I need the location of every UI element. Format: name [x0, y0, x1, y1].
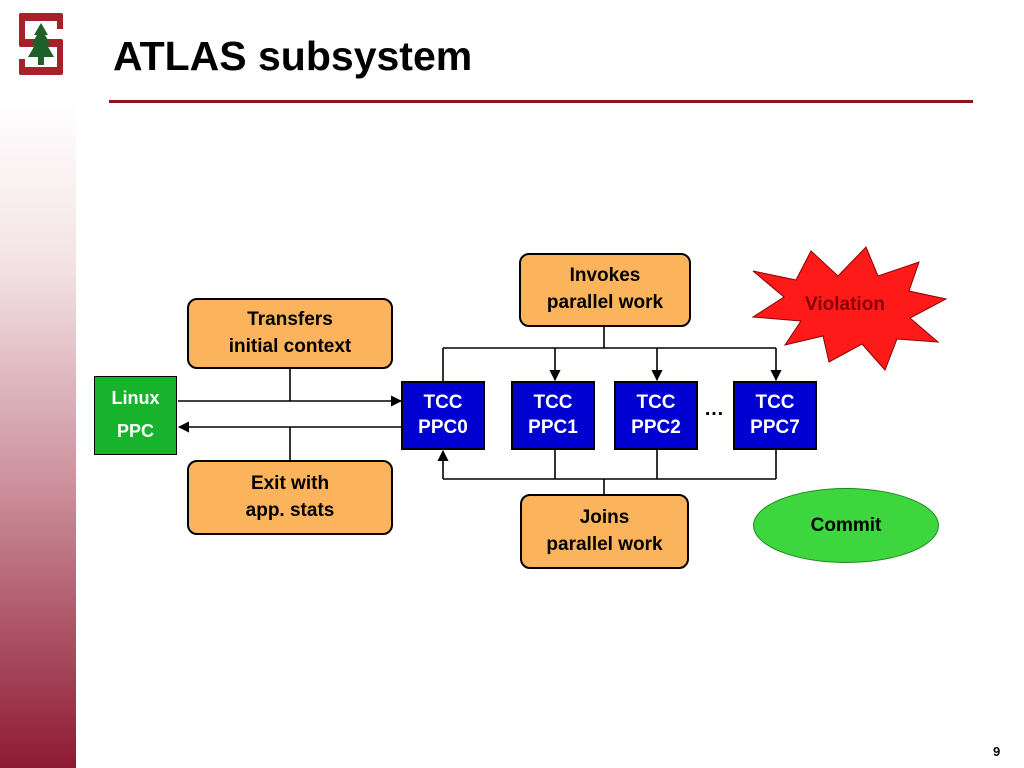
page-number: 9 [993, 744, 1001, 759]
ppc-label: PPC [116, 421, 154, 442]
commit-label: Commit [810, 514, 882, 536]
transfers-line1: Transfers [247, 308, 333, 330]
linux-ppc-box: Linux PPC [94, 376, 177, 455]
stanford-tree-logo-icon [19, 13, 63, 75]
exit-line1: Exit with [250, 472, 330, 494]
invokes-parallel-box: Invokes parallel work [519, 253, 691, 327]
tcc-ppc1-box: TCC PPC1 [511, 381, 595, 450]
violation-starburst [751, 246, 948, 371]
linux-label: Linux [111, 388, 160, 409]
tcc-ppc0-box: TCC PPC0 [401, 381, 485, 450]
transfers-context-box: Transfers initial context [187, 298, 393, 369]
tcc-ppc2-box: TCC PPC2 [614, 381, 698, 450]
slide-title: ATLAS subsystem [113, 33, 473, 79]
tcc2-line2: PPC2 [631, 416, 681, 438]
violation-label: Violation [805, 294, 885, 315]
transfers-line2: initial context [228, 335, 352, 357]
joins-line2: parallel work [546, 533, 663, 555]
invokes-line2: parallel work [546, 292, 664, 313]
sidebar-gradient [0, 100, 76, 768]
title-underline [109, 100, 973, 103]
tcc0-line1: TCC [423, 391, 463, 413]
tcc0-line2: PPC0 [418, 416, 468, 438]
tcc2-line1: TCC [636, 391, 676, 413]
tcc1-line1: TCC [533, 391, 573, 413]
commit-ellipse: Commit [753, 488, 939, 563]
tcc7-line2: PPC7 [750, 416, 800, 438]
exit-stats-box: Exit with app. stats [187, 460, 393, 535]
tcc-ppc7-box: TCC PPC7 [733, 381, 817, 450]
tcc-ellipsis: … [704, 398, 724, 420]
joins-parallel-box: Joins parallel work [520, 494, 689, 569]
exit-line2: app. stats [245, 499, 335, 521]
tcc1-line2: PPC1 [528, 416, 578, 438]
tcc7-line1: TCC [755, 391, 795, 413]
joins-line1: Joins [579, 506, 630, 528]
invokes-line1: Invokes [569, 265, 641, 287]
